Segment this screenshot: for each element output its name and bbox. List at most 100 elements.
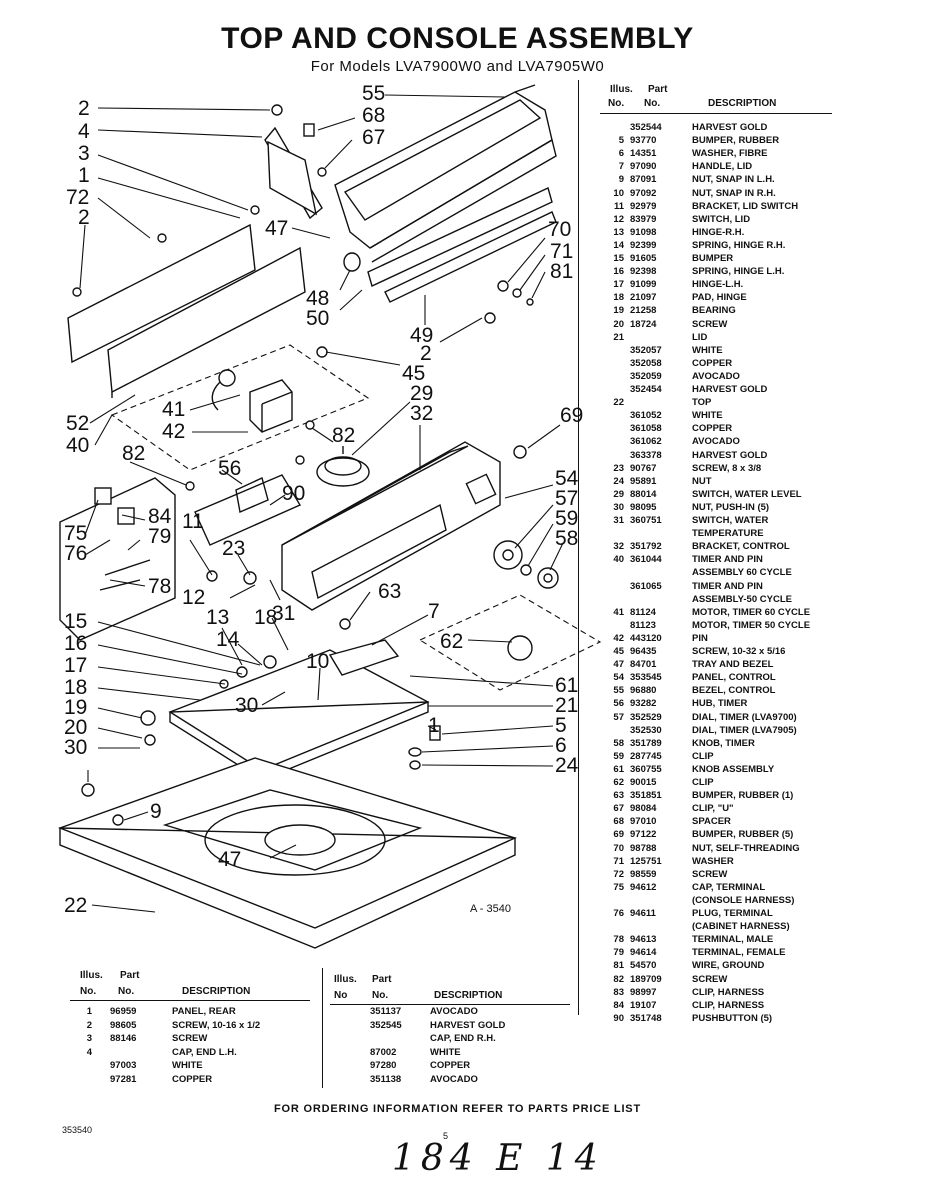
cell-part: 360751	[630, 515, 662, 526]
col-header-description: DESCRIPTION	[708, 98, 777, 109]
rear-panel-drawing	[67, 223, 306, 398]
cell-illus: 45	[613, 646, 624, 657]
callout: 2	[78, 97, 90, 120]
cell-illus: 15	[613, 253, 624, 264]
callout: 16	[64, 632, 87, 655]
callout: 32	[410, 402, 433, 425]
cell-desc: SPRING, HINGE L.H.	[692, 266, 785, 278]
header-rule	[600, 113, 832, 114]
cell-illus: 3	[86, 1033, 92, 1044]
cell-desc: NUT, SNAP IN L.H.	[692, 174, 775, 186]
cell-illus: 22	[613, 397, 624, 409]
cell-desc: KNOB ASSEMBLY	[692, 763, 775, 775]
callout: 42	[162, 420, 185, 443]
cell-part: 97090	[630, 161, 657, 173]
cell-part: 351748	[630, 1012, 662, 1024]
water-level-switch-drawing	[316, 446, 370, 487]
cell-desc: COPPER	[692, 357, 733, 369]
callout: 48	[306, 287, 329, 310]
col-header-no: No.	[80, 986, 97, 997]
lid-switch-drawing	[194, 474, 302, 546]
callout: 22	[64, 894, 87, 917]
cell-desc: MOTOR, TIMER 60 CYCLE	[692, 606, 811, 618]
callout: 76	[64, 542, 87, 565]
cell-desc: TERMINAL, MALE	[692, 934, 774, 946]
cell-desc: NUT, PUSH-IN (5)	[692, 501, 770, 513]
cell-part: 90767	[630, 462, 657, 474]
cell-illus: 71	[613, 855, 624, 867]
cell-desc: CAP, END R.H.	[430, 1033, 496, 1044]
callout: 47	[218, 848, 241, 871]
callout: 68	[362, 104, 385, 127]
callout: 78	[148, 575, 171, 598]
cell-desc: ASSEMBLY 60 CYCLE	[692, 567, 792, 579]
cell-illus: 42	[613, 632, 624, 644]
callout: 59	[555, 507, 578, 530]
cell-part: 97003	[110, 1060, 137, 1071]
cell-desc: WHITE	[692, 344, 723, 356]
knob-drawing	[507, 635, 533, 661]
cell-illus: 61	[613, 763, 624, 775]
callout: 55	[362, 82, 385, 105]
callout: 69	[560, 404, 583, 427]
callout: 67	[362, 126, 385, 149]
cell-illus: 81	[613, 960, 624, 972]
cell-part: 351138	[370, 1073, 402, 1085]
cell-part: 351851	[630, 790, 662, 802]
cell-desc: HARVEST GOLD	[692, 384, 768, 395]
hardware-drawing	[72, 104, 534, 826]
cell-desc: PUSHBUTTON (5)	[692, 1012, 773, 1024]
cell-part: 97010	[630, 816, 657, 828]
cell-desc: HARVEST GOLD	[430, 1019, 506, 1031]
page-title: TOP AND CONSOLE ASSEMBLY	[221, 22, 694, 55]
cell-desc: BEZEL, CONTROL	[692, 685, 776, 697]
callout: 82	[122, 442, 145, 465]
cell-desc: KNOB, TIMER	[692, 737, 755, 749]
cell-part: 88014	[630, 488, 657, 500]
cell-part: 21097	[630, 292, 657, 304]
ordering-note: FOR ORDERING INFORMATION REFER TO PARTS …	[274, 1103, 641, 1115]
cell-illus: 54	[613, 672, 624, 684]
cell-illus: 4	[86, 1046, 92, 1058]
callout: 30	[235, 694, 258, 717]
col-header-part-no: No.	[118, 986, 135, 997]
callout: 58	[555, 527, 578, 550]
cell-part: 125751	[630, 855, 662, 867]
end-cap-drawing	[264, 126, 323, 220]
cell-illus: 10	[613, 187, 624, 199]
callout: 79	[148, 525, 171, 548]
cell-illus: 1	[86, 1006, 92, 1017]
cell-part: 14351	[630, 148, 657, 160]
cell-illus: 47	[613, 659, 624, 671]
cell-part: 91099	[630, 279, 657, 291]
callout: 15	[64, 610, 87, 633]
cell-desc: TEMPERATURE	[692, 528, 764, 540]
col-header-part: Part	[372, 974, 392, 985]
cell-part: 352058	[630, 357, 662, 369]
callout: 29	[410, 382, 433, 405]
cell-part: 91605	[630, 253, 657, 264]
tray-strip-drawing	[367, 187, 557, 303]
cell-desc: (CABINET HARNESS)	[692, 921, 790, 933]
cell-illus: 11	[613, 200, 624, 212]
cell-desc: SCREW	[172, 1033, 208, 1044]
cell-part: 94612	[630, 881, 657, 893]
cell-desc: SCREW, 10-16 x 1/2	[172, 1019, 261, 1031]
cell-part: 18724	[630, 318, 657, 330]
callout: 9	[150, 800, 162, 823]
cell-part: 96435	[630, 646, 657, 657]
table-divider	[322, 968, 323, 1088]
cell-desc: CLIP, HARNESS	[692, 999, 765, 1011]
cell-illus: 5	[618, 135, 624, 147]
cell-part: 98788	[630, 842, 657, 854]
cell-desc: NUT	[692, 475, 712, 487]
cell-desc: TOP	[692, 397, 712, 409]
cell-desc: COPPER	[172, 1073, 213, 1085]
page-number: 5	[443, 1131, 449, 1141]
callout: 90	[282, 482, 305, 505]
callout: 41	[162, 398, 185, 421]
cell-desc: WHITE	[172, 1060, 203, 1071]
cell-part: 83979	[630, 213, 657, 225]
